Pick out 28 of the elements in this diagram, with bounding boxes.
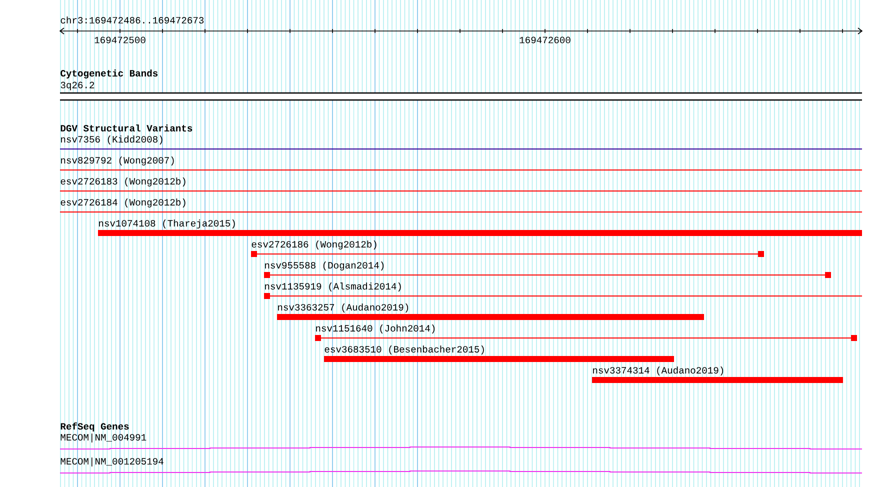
variant-feature: esv2726186 (Wong2012b) bbox=[250, 240, 764, 257]
variant-feature: esv3683510 (Besenbacher2015) bbox=[324, 346, 674, 362]
tick-label: 169472600 bbox=[520, 36, 570, 44]
track-title: DGV Structural Variants bbox=[60, 124, 192, 132]
variant-feature: nsv7356 (Kidd2008) bbox=[60, 136, 863, 150]
variant-feature: nsv1151640 (John2014) bbox=[314, 324, 858, 341]
node-label: nsv955588 (Dogan2014) bbox=[265, 262, 384, 270]
node-label: nsv1074108 (Thareja2015) bbox=[99, 220, 235, 228]
variant-feature: nsv1135919 (Alsmadi2014) bbox=[264, 282, 863, 299]
band-bar: 3q26.2 bbox=[59, 82, 863, 101]
track-title: RefSeq Genes bbox=[60, 422, 129, 432]
variant-feature: esv2726184 (Wong2012b) bbox=[60, 198, 863, 212]
variant-feature: nsv955588 (Dogan2014) bbox=[264, 262, 832, 278]
variant-feature: nsv3374314 (Audano2019) bbox=[592, 366, 844, 383]
node-label: esv3683510 (Besenbacher2015) bbox=[324, 346, 484, 354]
node-label: nsv1135919 (Alsmadi2014) bbox=[265, 282, 401, 292]
variant-feature: nsv829792 (Wong2007) bbox=[60, 156, 863, 170]
node-label: esv2726186 (Wong2012b) bbox=[252, 240, 376, 250]
variant-feature: esv2726183 (Wong2012b) bbox=[60, 178, 863, 192]
node-label: nsv1151640 (John2014) bbox=[316, 324, 435, 334]
coordinate-label: chr3:169472486..169472673 bbox=[60, 16, 204, 24]
node-label: nsv3363257 (Audano2019) bbox=[278, 304, 408, 312]
tick-label: 169472500 bbox=[94, 36, 146, 44]
variant-feature: nsv3363257 (Audano2019) bbox=[277, 304, 704, 320]
node-label: nsv3374314 (Audano2019) bbox=[593, 366, 724, 376]
gene-track: MECOM|NM_004991 bbox=[60, 434, 863, 450]
variant-feature: nsv1074108 (Thareja2015) bbox=[98, 220, 862, 236]
gene-track: MECOM|NM_001205194 bbox=[60, 458, 863, 474]
